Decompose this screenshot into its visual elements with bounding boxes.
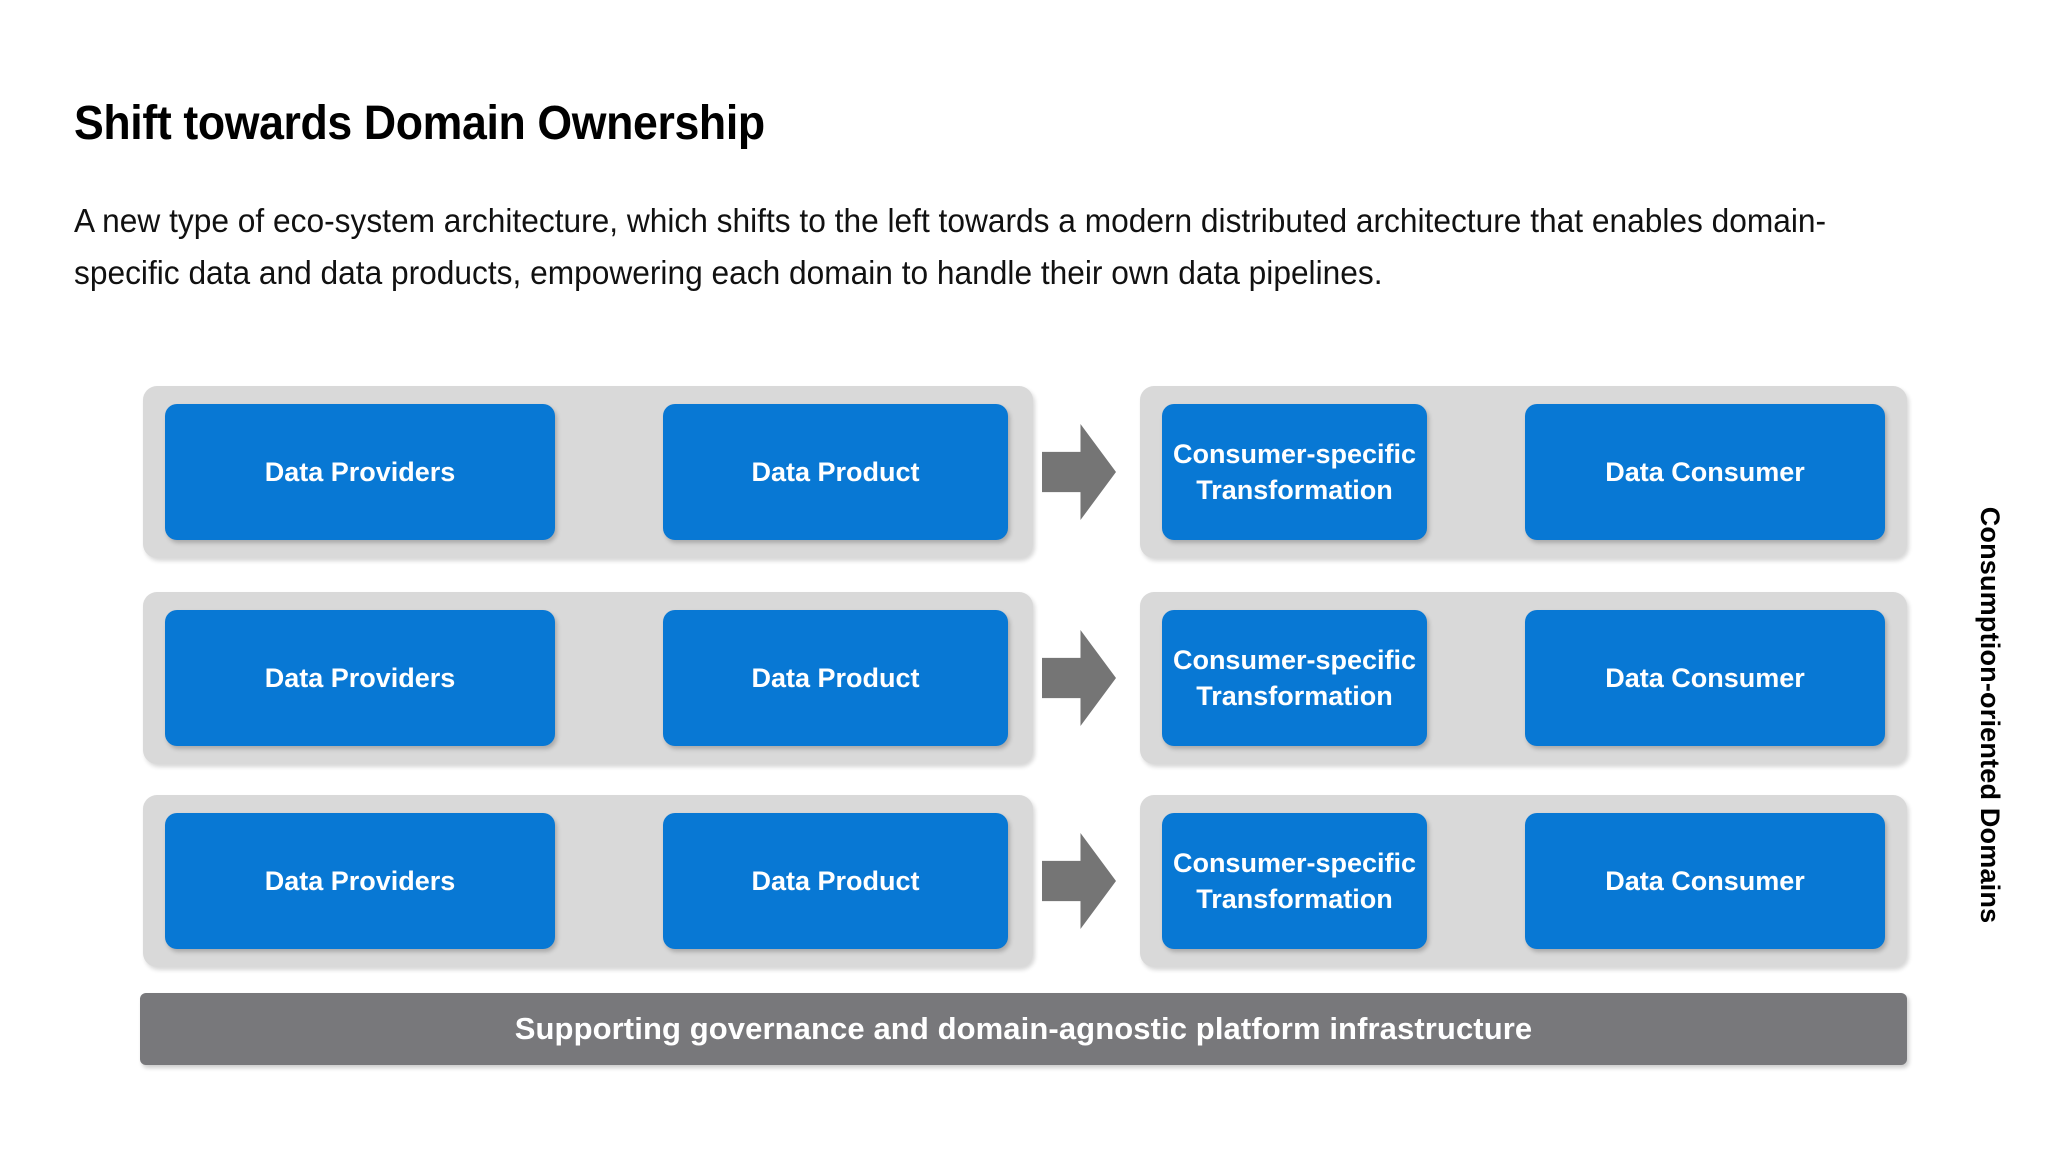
box-data-product[interactable]: Data Product [663,813,1008,949]
box-data-consumer[interactable]: Data Consumer [1525,404,1885,540]
box-consumer-specific-transformation[interactable]: Consumer-specific Transformation [1162,610,1427,746]
box-data-product[interactable]: Data Product [663,404,1008,540]
arrow-right-icon [1042,424,1116,520]
consumption-oriented-group: Consumer-specific Transformation Data Co… [1140,592,1907,764]
box-data-providers[interactable]: Data Providers [165,813,555,949]
slide-subtitle: A new type of eco-system architecture, w… [74,202,1827,291]
platform-infrastructure-bar: Supporting governance and domain-agnosti… [140,993,1907,1065]
box-consumer-specific-transformation[interactable]: Consumer-specific Transformation [1162,813,1427,949]
arrow-right-icon [1042,630,1116,726]
source-oriented-group: Data Providers Data Product [143,592,1033,764]
box-data-consumer[interactable]: Data Consumer [1525,813,1885,949]
slide-title: Shift towards Domain Ownership [74,97,765,150]
domain-row: Data Providers Data Product Consumer-spe… [0,592,2048,764]
arrow-right-icon [1042,833,1116,929]
consumption-oriented-group: Consumer-specific Transformation Data Co… [1140,795,1907,967]
domain-row: Data Providers Data Product Consumer-spe… [0,386,2048,558]
source-oriented-group: Data Providers Data Product [143,386,1033,558]
source-oriented-group: Data Providers Data Product [143,795,1033,967]
box-data-consumer[interactable]: Data Consumer [1525,610,1885,746]
box-consumer-specific-transformation[interactable]: Consumer-specific Transformation [1162,404,1427,540]
box-data-providers[interactable]: Data Providers [165,610,555,746]
consumption-oriented-group: Consumer-specific Transformation Data Co… [1140,386,1907,558]
box-data-providers[interactable]: Data Providers [165,404,555,540]
domain-row: Data Providers Data Product Consumer-spe… [0,795,2048,967]
box-data-product[interactable]: Data Product [663,610,1008,746]
